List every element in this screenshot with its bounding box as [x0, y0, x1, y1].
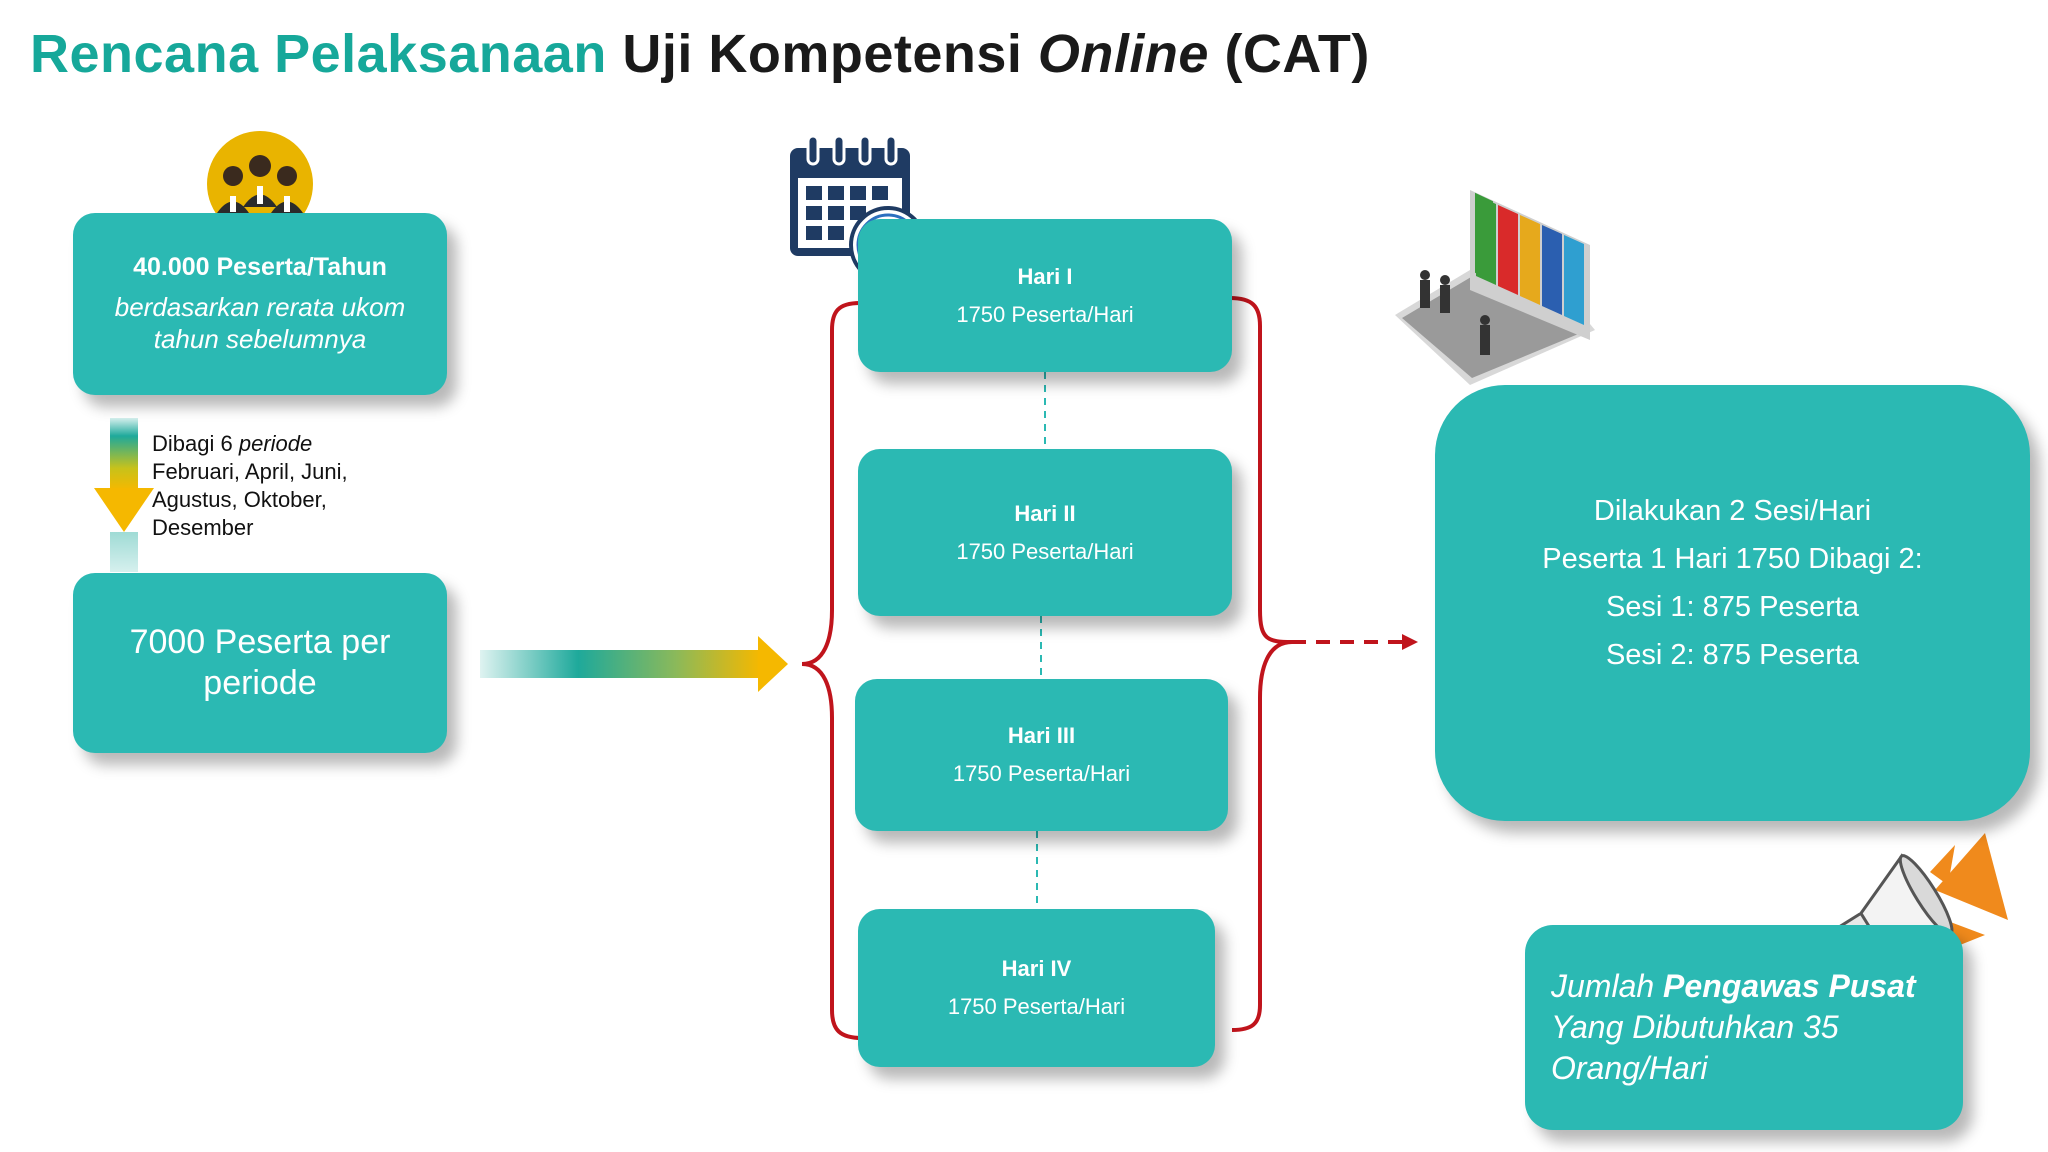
day-title: Hari IV: [1001, 956, 1072, 981]
left-bracket: [801, 301, 863, 1040]
dashed-red-arrow: [1292, 634, 1418, 650]
day-value: 1750 Peserta/Hari: [956, 538, 1134, 564]
total-participants-headline: 40.000 Peserta/Tahun: [133, 252, 387, 281]
session-line: Sesi 1: 875 Peserta: [1605, 591, 1860, 623]
title-part-1: Rencana Pelaksanaan: [30, 24, 607, 84]
right-bracket: [1229, 296, 1293, 1032]
page-title: Rencana Pelaksanaan Uji Kompetensi Onlin…: [30, 22, 1370, 87]
day-value: 1750 Peserta/Hari: [956, 301, 1134, 327]
divide-note-months: Februari, April, Juni, Agustus, Oktober,…: [152, 459, 348, 540]
day-box-1: Hari I 1750 Peserta/Hari: [858, 219, 1232, 372]
title-part-4: (CAT): [1224, 24, 1370, 84]
down-arrow: [94, 418, 154, 572]
day-value: 1750 Peserta/Hari: [947, 994, 1126, 1019]
supervisor-word-1: Jumlah: [1551, 968, 1655, 1004]
day-box-2: Hari II 1750 Peserta/Hari: [858, 449, 1232, 616]
period-participants-text: 7000 Peserta per periode: [129, 623, 391, 702]
day-connectors: [1036, 372, 1046, 909]
day-box-4: Hari IV 1750 Peserta/Hari: [858, 909, 1215, 1067]
total-participants-box: 40.000 Peserta/Tahun berdasarkan rerata …: [73, 213, 447, 395]
supervisor-text: Jumlah Pengawas Pusat Yang Dibutuhkan 35…: [1551, 966, 1951, 1089]
laptop-exam-icon: [1395, 190, 1595, 385]
day-title: Hari I: [1017, 263, 1073, 289]
period-participants-box: 7000 Peserta per periode: [73, 573, 447, 753]
divide-note-prefix: Dibagi 6: [152, 431, 233, 456]
supervisor-box: Jumlah Pengawas Pusat Yang Dibutuhkan 35…: [1525, 925, 1963, 1130]
session-box: Dilakukan 2 Sesi/Hari Peserta 1 Hari 175…: [1435, 385, 2030, 821]
title-part-2: Uji Kompetensi: [622, 24, 1023, 84]
divide-note-italic: periode: [238, 431, 313, 456]
divide-note: Dibagi 6 periode Februari, April, Juni, …: [152, 430, 412, 542]
session-line: Sesi 2: 875 Peserta: [1605, 639, 1860, 671]
total-participants-subtitle: berdasarkan rerata ukom tahun sebelumnya: [114, 291, 406, 354]
day-title: Hari II: [1014, 500, 1076, 526]
supervisor-word-3: Pusat: [1828, 968, 1916, 1004]
supervisor-word-4: Yang Dibutuhkan 35 Orang/Hari: [1551, 1009, 1839, 1086]
day-box-3: Hari III 1750 Peserta/Hari: [855, 679, 1228, 831]
day-value: 1750 Peserta/Hari: [952, 761, 1131, 786]
session-line: Dilakukan 2 Sesi/Hari: [1593, 495, 1872, 527]
megaphone-icon: [1833, 833, 2008, 979]
right-arrow: [480, 636, 788, 692]
supervisor-word-2: Pengawas: [1663, 968, 1820, 1004]
title-part-3: Online: [1037, 24, 1209, 84]
session-line: Peserta 1 Hari 1750 Dibagi 2:: [1542, 543, 1923, 575]
day-title: Hari III: [1007, 723, 1076, 748]
